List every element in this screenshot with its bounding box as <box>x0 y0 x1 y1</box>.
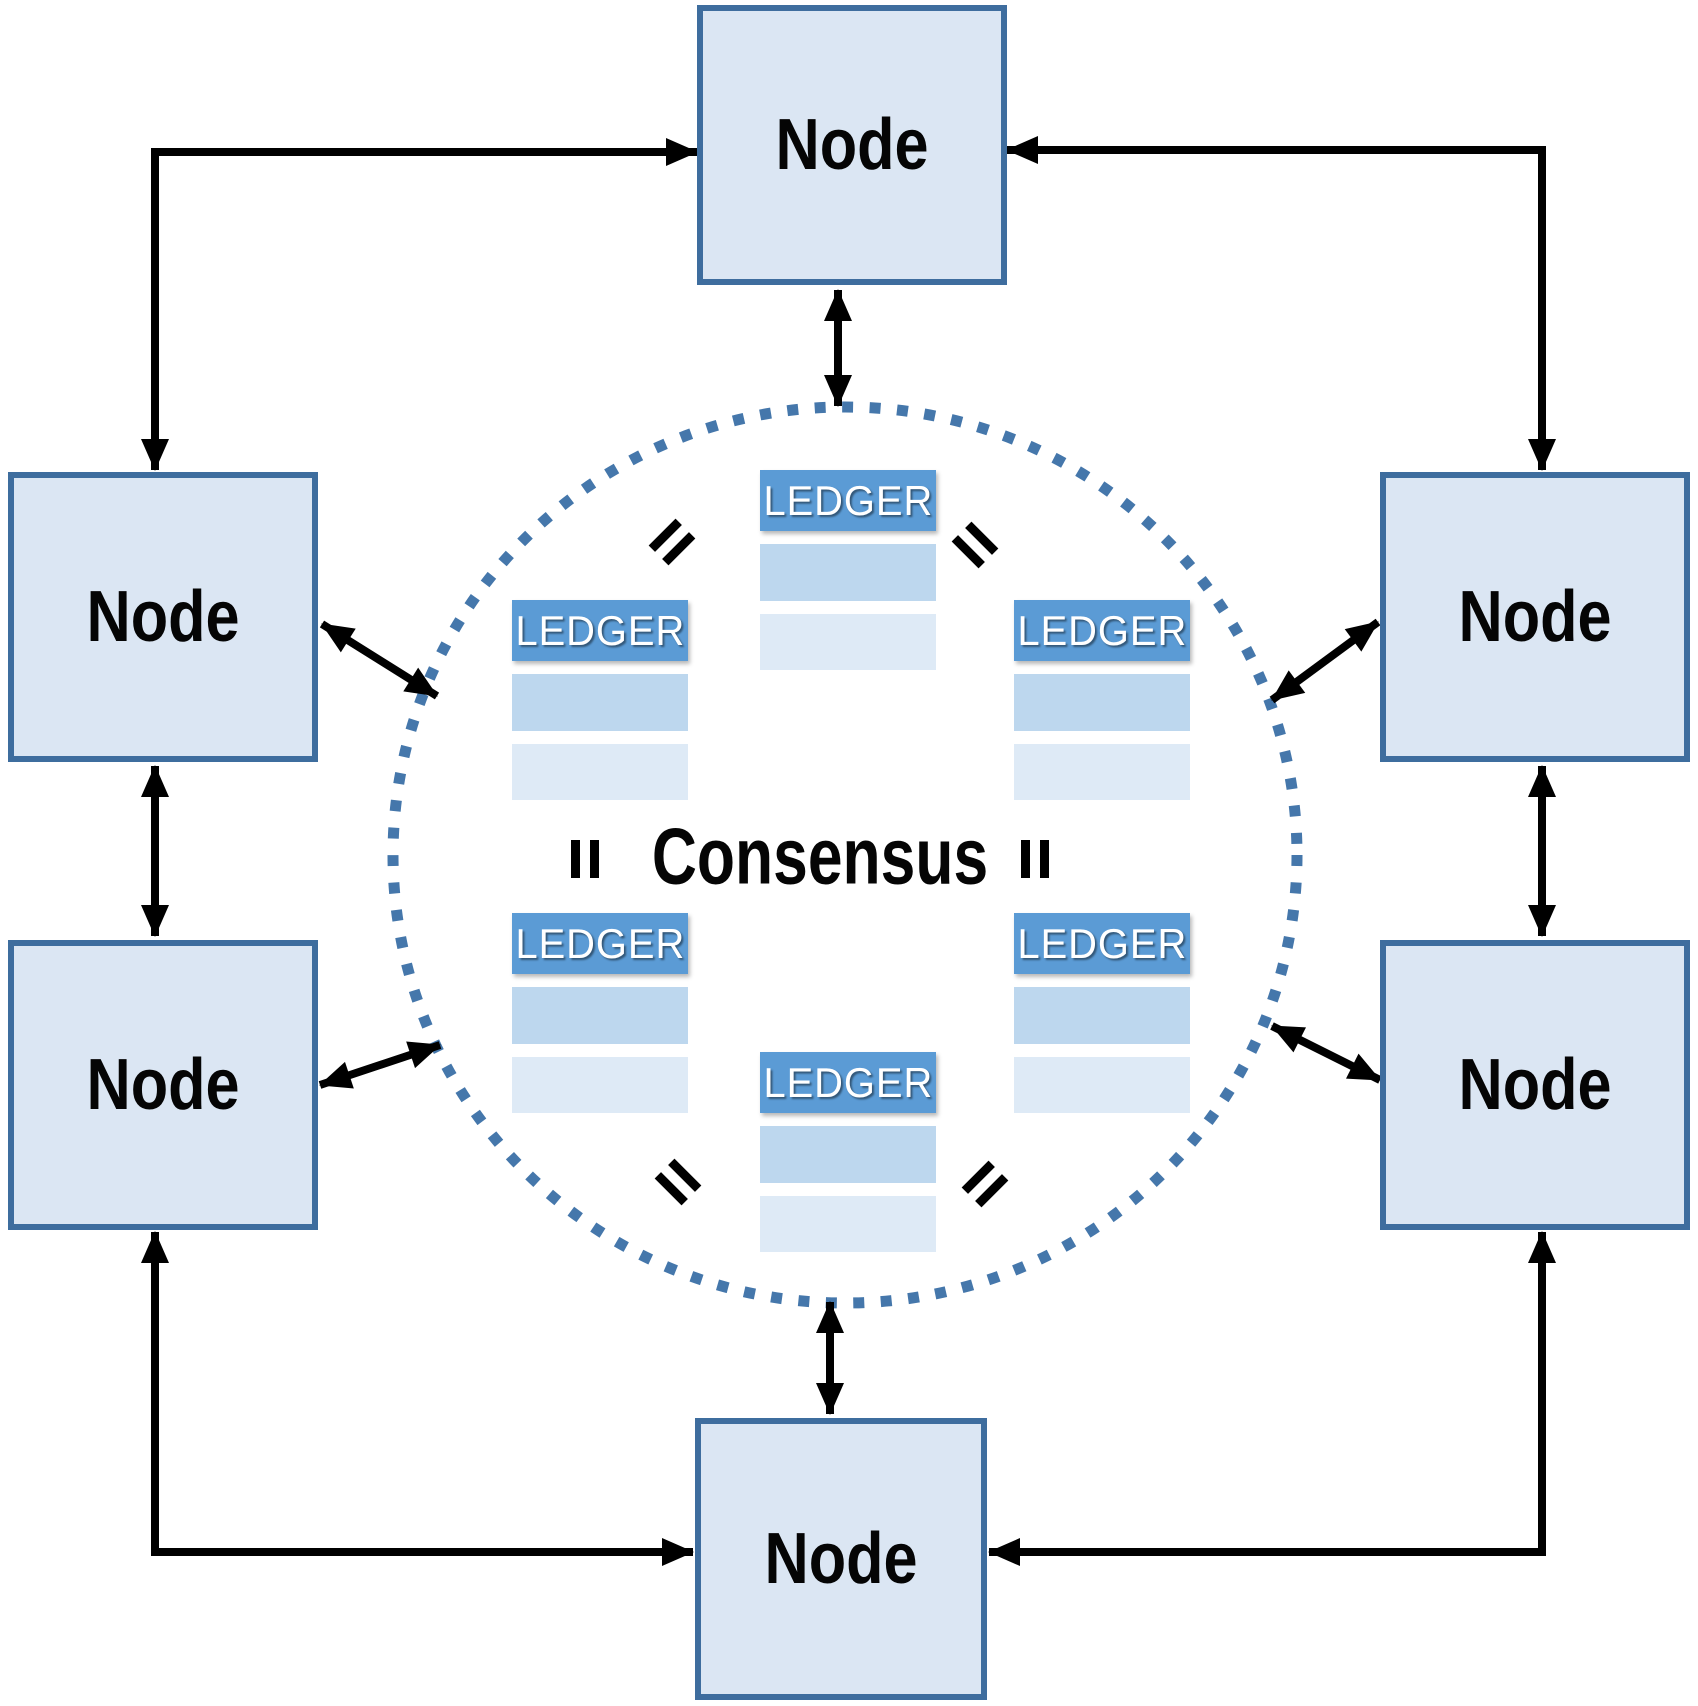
node-label: Node <box>86 577 240 657</box>
arrow-right-lower-node-to-bottom-node <box>988 1231 1556 1566</box>
node-label: Node <box>764 1519 918 1599</box>
ledger-row <box>512 744 688 800</box>
arrow-right-upper-node-to-circle <box>1269 618 1381 704</box>
arrow-top-node-to-right-upper-node <box>1006 136 1556 471</box>
ledger-row <box>760 1196 936 1252</box>
ledger-row <box>760 1126 936 1183</box>
arrow-left-lower-node-to-bottom-node <box>141 1231 694 1566</box>
ledger-header: LEDGER <box>1014 600 1190 661</box>
node-label: Node <box>86 1045 240 1125</box>
ledger-label: LEDGER <box>515 919 685 967</box>
node-box-left-lower: Node <box>8 940 318 1230</box>
arrow-right-lower-node-to-circle <box>1270 1022 1382 1084</box>
equals-icon <box>1021 840 1049 878</box>
ledger-row <box>1014 674 1190 731</box>
ledger-stack-lower-left: LEDGER <box>512 913 688 1113</box>
consensus-dotted-circle-icon <box>387 401 1303 1309</box>
node-label: Node <box>1458 1045 1612 1125</box>
ledger-header: LEDGER <box>512 600 688 661</box>
ledger-row <box>760 544 936 601</box>
ledger-header: LEDGER <box>512 913 688 974</box>
consensus-label: Consensus <box>651 811 989 901</box>
ledger-header: LEDGER <box>760 470 936 531</box>
ledger-row <box>1014 987 1190 1044</box>
ledger-stack-top: LEDGER <box>760 470 936 670</box>
ledger-label: LEDGER <box>763 476 933 524</box>
arrow-left-upper-node-to-circle <box>319 620 440 700</box>
equals-bar <box>590 840 599 878</box>
equals-bar <box>1040 840 1049 878</box>
node-box-bottom: Node <box>695 1418 987 1700</box>
arrow-left-lower-node-to-circle <box>318 1041 442 1089</box>
ledger-stack-upper-right: LEDGER <box>1014 600 1190 800</box>
ledger-header: LEDGER <box>1014 913 1190 974</box>
ledger-label: LEDGER <box>1017 919 1187 967</box>
ledger-label: LEDGER <box>763 1058 933 1106</box>
ledger-label: LEDGER <box>1017 606 1187 654</box>
ledger-row <box>512 674 688 731</box>
ledger-header: LEDGER <box>760 1052 936 1113</box>
node-box-top: Node <box>697 5 1007 285</box>
node-box-right-lower: Node <box>1380 940 1690 1230</box>
node-box-left-upper: Node <box>8 472 318 762</box>
arrow-top-node-to-left-upper-node <box>141 138 698 471</box>
ledger-row <box>760 614 936 670</box>
ledger-row <box>512 1057 688 1113</box>
equals-bar <box>571 840 580 878</box>
node-label: Node <box>775 105 929 185</box>
ledger-stack-upper-left: LEDGER <box>512 600 688 800</box>
equals-bar <box>1021 840 1030 878</box>
ledger-label: LEDGER <box>515 606 685 654</box>
equals-icon <box>571 840 599 878</box>
node-label: Node <box>1458 577 1612 657</box>
ledger-stack-bottom: LEDGER <box>760 1052 936 1252</box>
node-box-right-upper: Node <box>1380 472 1690 762</box>
ledger-row <box>1014 1057 1190 1113</box>
ledger-row <box>1014 744 1190 800</box>
ledger-row <box>512 987 688 1044</box>
ledger-stack-lower-right: LEDGER <box>1014 913 1190 1113</box>
